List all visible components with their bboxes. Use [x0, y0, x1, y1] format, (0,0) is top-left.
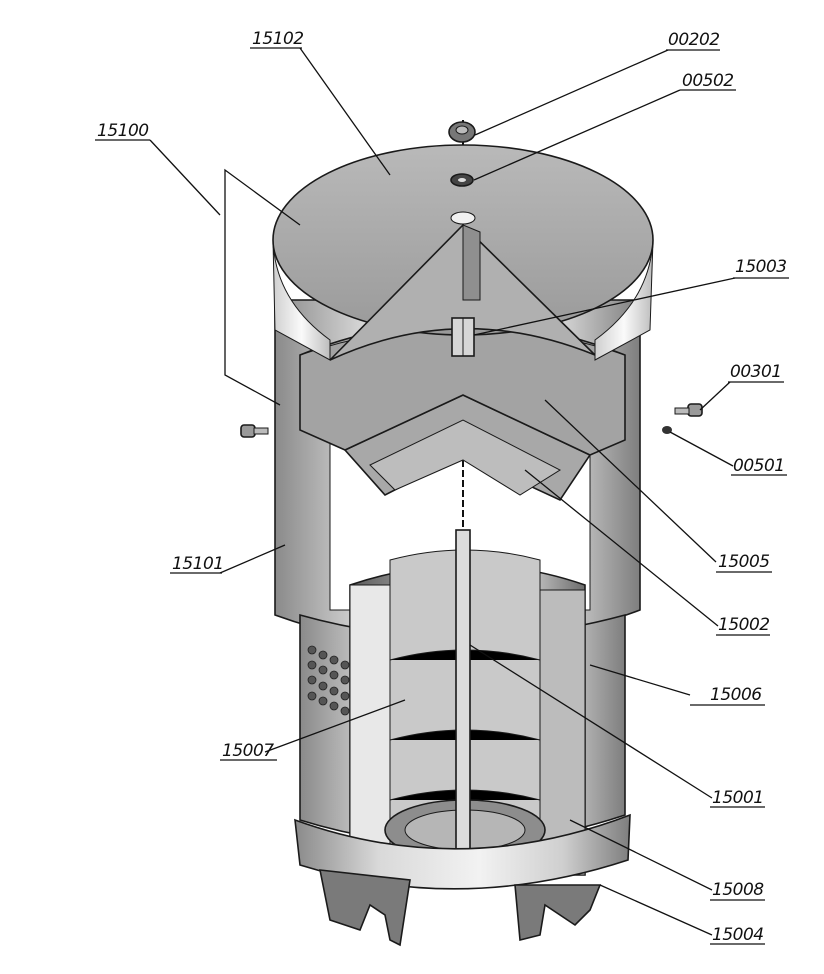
svg-text:15004: 15004: [712, 925, 764, 945]
svg-text:15100: 15100: [97, 121, 149, 141]
svg-text:15002: 15002: [718, 615, 770, 635]
callout-15101: 15101: [170, 554, 224, 574]
callout-15007: 15007: [220, 741, 277, 761]
callout-15001: 15001: [710, 788, 765, 808]
left-bolt: [240, 424, 269, 438]
base-ring: [294, 813, 631, 947]
svg-text:00502: 00502: [682, 71, 734, 91]
svg-text:15005: 15005: [718, 552, 770, 572]
callout-15003: 15003: [733, 257, 789, 279]
callout-15008: 15008: [710, 880, 765, 901]
callout-00502: 00502: [680, 71, 736, 91]
svg-text:15007: 15007: [222, 741, 274, 761]
svg-text:15003: 15003: [735, 257, 787, 277]
top-washer: [450, 173, 474, 187]
leader-lines: [149, 47, 736, 936]
callout-00301: 00301: [728, 362, 784, 383]
callout-15005: 15005: [716, 552, 772, 573]
callout-15002: 15002: [716, 615, 770, 636]
callout-15102: 15102: [250, 29, 304, 49]
svg-text:15008: 15008: [712, 880, 764, 900]
top-nut: [448, 121, 476, 143]
callout-15004: 15004: [710, 925, 765, 945]
callout-15006: 15006: [690, 685, 765, 706]
svg-text:15102: 15102: [252, 29, 304, 49]
callout-15100: 15100: [95, 121, 150, 141]
svg-text:00501: 00501: [733, 456, 785, 476]
callout-00202: 00202: [666, 30, 720, 51]
svg-text:00301: 00301: [730, 362, 782, 382]
svg-text:00202: 00202: [668, 30, 720, 50]
perforation-holes: [307, 645, 350, 716]
svg-text:15001: 15001: [712, 788, 764, 808]
svg-text:15101: 15101: [172, 554, 224, 574]
lid: [272, 144, 654, 361]
threaded-insert: [451, 317, 475, 357]
callout-00501: 00501: [731, 456, 787, 476]
svg-text:15006: 15006: [710, 685, 762, 705]
right-bolt: [662, 403, 703, 434]
